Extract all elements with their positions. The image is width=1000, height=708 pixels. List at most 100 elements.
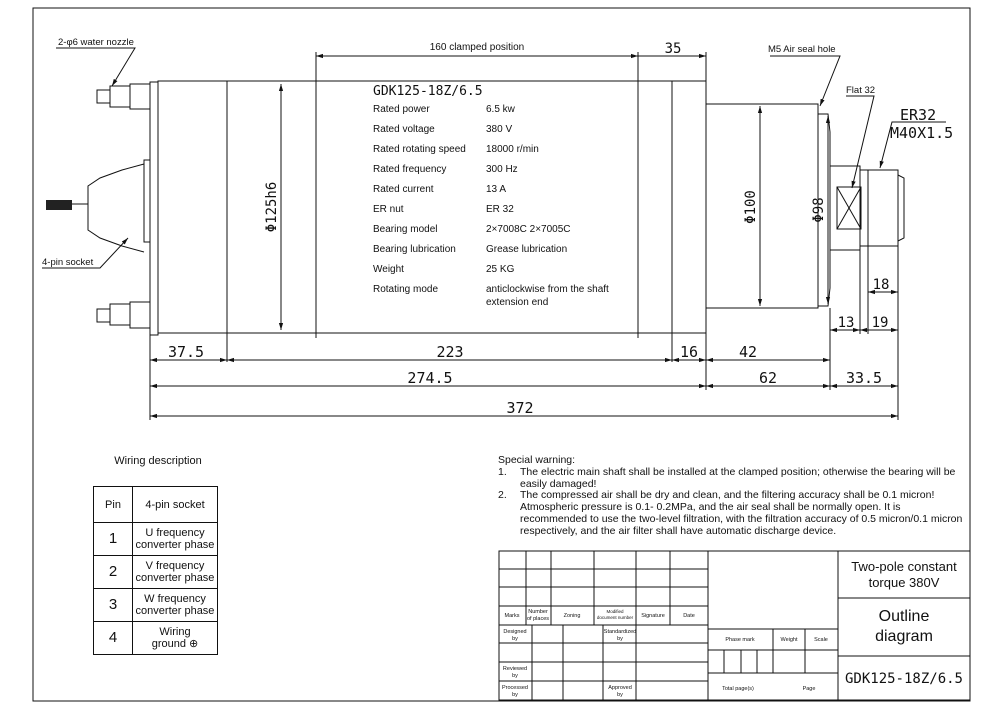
- dim-13: 13: [838, 315, 855, 331]
- wiring-header-pin: Pin: [93, 486, 133, 523]
- tb-weight: Weight: [780, 637, 797, 643]
- tb-page: Page: [803, 686, 816, 692]
- er32-label: ER32: [900, 106, 936, 124]
- tb-designed-1: Designed: [503, 629, 526, 635]
- spec-list: Rated power 6.5 kw Rated voltage 380 V Rated…: [373, 104, 609, 308]
- dia-98-label: Φ98: [811, 197, 827, 222]
- spec-key: Weight: [373, 264, 404, 275]
- drawing-border: [32, 7, 971, 702]
- tb-processed-2: by: [512, 692, 518, 698]
- spec-key: Rotating mode: [373, 284, 438, 295]
- wiring-desc-line: converter phase: [135, 605, 215, 617]
- tb-diagram-2: diagram: [875, 628, 933, 645]
- wiring-desc-line: converter phase: [135, 572, 215, 584]
- spec-value: ER 32: [486, 204, 514, 215]
- tb-number-2: of places: [527, 616, 549, 622]
- tb-total-pages: Total page(s): [722, 686, 754, 692]
- dim-223: 223: [436, 343, 463, 361]
- spec-value: 25 KG: [486, 264, 515, 275]
- wiring-desc-line: U frequency: [145, 527, 205, 539]
- dim-37-5: 37.5: [168, 343, 204, 361]
- tb-product-1: Two-pole constant: [851, 559, 957, 574]
- dim-42: 42: [739, 343, 757, 361]
- tb-diagram-1: Outline: [879, 608, 930, 625]
- tb-modified-1: Modified: [606, 609, 624, 614]
- spec-value: Grease lubrication: [486, 244, 567, 255]
- spec-key: Rated frequency: [373, 164, 446, 175]
- wiring-pin: 3: [93, 588, 133, 622]
- wiring-desc-line: W frequency: [144, 593, 206, 605]
- spec-key: Rated current: [373, 184, 434, 195]
- wiring-pin: 4: [93, 621, 133, 655]
- special-warning: Special warning: 1. The electric main sh…: [498, 454, 968, 538]
- wiring-desc-line: ground ⊕: [151, 638, 199, 650]
- tb-processed-1: Processed: [502, 685, 528, 691]
- spec-value-line2: extension end: [486, 297, 548, 308]
- spec-value: 18000 r/min: [486, 144, 539, 155]
- tb-reviewed-1: Reviewed: [503, 666, 527, 672]
- air-seal-label: M5 Air seal hole: [768, 44, 836, 55]
- warning-number: 2.: [498, 489, 507, 502]
- spec-key: Rated power: [373, 104, 430, 115]
- tb-zoning: Zoning: [564, 613, 581, 619]
- tb-standardized-1: Standardized: [604, 629, 636, 635]
- spec-value: 6.5 kw: [486, 104, 516, 115]
- tb-designed-2: by: [512, 636, 518, 642]
- tb-reviewed-2: by: [512, 673, 518, 679]
- model-label: GDK125-18Z/6.5: [373, 84, 483, 99]
- flat-label: Flat 32: [846, 85, 875, 96]
- tb-phase-mark: Phase mark: [725, 637, 755, 643]
- wiring-pin: 1: [93, 522, 133, 556]
- warning-title: Special warning:: [498, 454, 576, 466]
- dia-125-label: Φ125h6: [264, 182, 280, 233]
- clamped-position-label: 160 clamped position: [430, 42, 525, 53]
- warning-text: The electric main shaft shall be install…: [520, 465, 956, 490]
- dim-62: 62: [759, 369, 777, 387]
- warning-item: 2. The compressed air shall be dry and c…: [498, 489, 968, 537]
- title-block-grid: [498, 550, 971, 701]
- spec-key: Rated rotating speed: [373, 144, 466, 155]
- spec-key: Bearing lubrication: [373, 244, 456, 255]
- spec-key: ER nut: [373, 204, 404, 215]
- spec-value: 13 A: [486, 184, 506, 195]
- spec-value: 300 Hz: [486, 164, 518, 175]
- tb-date: Date: [683, 613, 695, 619]
- dim-35: 35: [665, 41, 682, 57]
- tb-number-1: Number: [528, 609, 548, 615]
- dia-100-label: Φ100: [743, 190, 759, 224]
- spec-key: Rated voltage: [373, 124, 435, 135]
- dimension-lines: [42, 47, 946, 420]
- tb-standardized-2: by: [617, 636, 623, 642]
- wiring-title: Wiring description: [114, 455, 202, 467]
- tb-product-2: torque 380V: [869, 575, 940, 590]
- spec-value: 380 V: [486, 124, 512, 135]
- water-nozzle-label: 2-φ6 water nozzle: [58, 37, 134, 48]
- spec-value: 2×7008C 2×7005C: [486, 224, 571, 235]
- wiring-pin: 2: [93, 555, 133, 589]
- tb-code: GDK125-18Z/6.5: [845, 671, 963, 687]
- dim-16: 16: [680, 343, 698, 361]
- cable-icon: [46, 200, 72, 210]
- dim-19: 19: [872, 315, 889, 331]
- socket-label: 4-pin socket: [42, 257, 94, 268]
- spec-key: Bearing model: [373, 224, 437, 235]
- warning-item: 1. The electric main shaft shall be inst…: [498, 465, 968, 491]
- thread-label: M40X1.5: [890, 124, 953, 142]
- tb-signature: Signature: [641, 613, 665, 619]
- warning-text: The compressed air shall be dry and clea…: [520, 489, 963, 537]
- dim-274-5: 274.5: [407, 369, 452, 387]
- diameter-lines: [278, 84, 831, 330]
- dim-372: 372: [506, 399, 533, 417]
- wiring-header-socket: 4-pin socket: [132, 486, 218, 523]
- dim-33-5: 33.5: [846, 369, 882, 387]
- warning-number: 1.: [498, 465, 507, 478]
- tb-approved-1: Approved: [608, 685, 632, 691]
